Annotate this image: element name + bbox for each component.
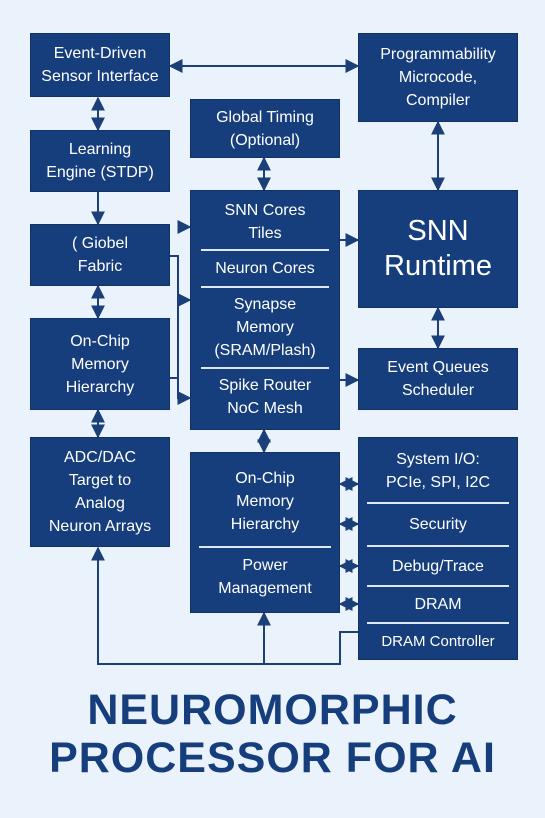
snn-runtime-box: SNN Runtime xyxy=(358,190,518,308)
on-chip-memory-left-label: On-Chip Memory Hierarchy xyxy=(65,332,135,396)
divider xyxy=(367,622,509,624)
event-queues-label: Event Queues Scheduler xyxy=(387,359,489,399)
page-title-line-2: PROCESSOR FOR AI xyxy=(49,734,496,782)
divider xyxy=(201,249,329,251)
snn-cores-box: SNN Cores Tiles Neuron Cores Synapse Mem… xyxy=(190,190,340,430)
neuron-cores-label: Neuron Cores xyxy=(215,259,315,277)
dram-label: DRAM xyxy=(414,595,462,613)
synapse-memory-label: Synapse Memory (SRAM/Plash) xyxy=(214,295,316,359)
divider xyxy=(199,546,331,548)
on-chip-memory-left-box: On-Chip Memory Hierarchy xyxy=(30,318,170,410)
system-io-box: System I/O: PCIe, SPI, I2C Security Debu… xyxy=(358,437,518,660)
learning-engine-box: Learning Engine (STDP) xyxy=(30,130,170,192)
page-title-line-1: NEUROMORPHIC xyxy=(87,686,458,734)
on-chip-memory-mid-label: On-Chip Memory Hierarchy xyxy=(230,469,300,533)
power-management-label: Power Management xyxy=(218,557,312,597)
divider xyxy=(201,286,329,288)
system-io-label: System I/O: PCIe, SPI, I2C xyxy=(385,451,491,491)
adc-dac-box: ADC/DAC Target to Analog Neuron Arrays xyxy=(30,437,170,547)
divider xyxy=(367,502,509,504)
global-fabric-label: ( Giobel Fabric xyxy=(71,235,129,275)
event-queues-box: Event Queues Scheduler xyxy=(358,348,518,410)
security-label: Security xyxy=(409,515,467,533)
dram-controller-label: DRAM Controller xyxy=(381,632,495,650)
adc-dac-label: ADC/DAC Target to Analog Neuron Arrays xyxy=(48,449,152,535)
divider xyxy=(201,367,329,369)
programmability-box: Programmability Microcode, Compiler xyxy=(358,33,518,122)
event-driven-sensor-interface-box: Event-Driven Sensor Interface xyxy=(30,33,170,97)
memory-power-box: On-Chip Memory Hierarchy Power Managemen… xyxy=(190,452,340,613)
debug-trace-label: Debug/Trace xyxy=(392,557,484,575)
event-driven-sensor-interface-label: Event-Driven Sensor Interface xyxy=(41,45,159,85)
snn-runtime-label: SNN Runtime xyxy=(384,215,492,282)
snn-cores-tiles-label: SNN Cores Tiles xyxy=(224,202,306,242)
spike-router-label: Spike Router NoC Mesh xyxy=(218,377,312,417)
bus-left xyxy=(170,255,192,405)
programmability-label: Programmability Microcode, Compiler xyxy=(380,46,496,109)
bus-bottom xyxy=(91,546,358,665)
global-timing-label: Global Timing (Optional) xyxy=(216,108,314,149)
divider xyxy=(367,545,509,547)
divider xyxy=(367,585,509,587)
global-timing-box: Global Timing (Optional) xyxy=(190,99,340,158)
global-fabric-box: ( Giobel Fabric xyxy=(30,224,170,286)
learning-engine-label: Learning Engine (STDP) xyxy=(46,141,154,181)
